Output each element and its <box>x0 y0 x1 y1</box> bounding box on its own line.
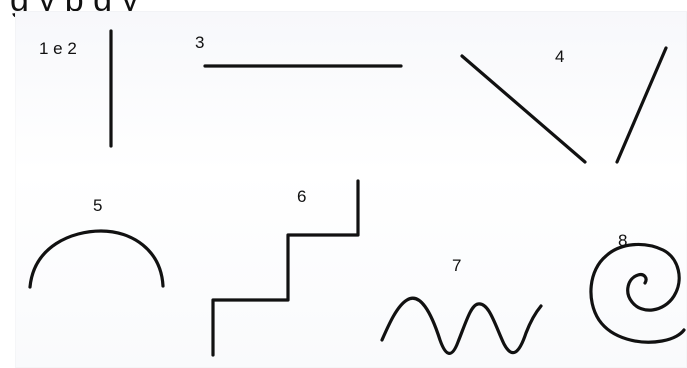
arch-curve <box>28 229 165 289</box>
wave-line <box>380 296 543 355</box>
label-shape-4: 4 <box>555 47 565 66</box>
diagonal-line-right <box>615 46 668 164</box>
label-shape-7: 7 <box>452 256 462 275</box>
label-shape-8: 8 <box>618 231 628 250</box>
label-shape-1-2: 1 e 2 <box>39 39 77 58</box>
staircase-line <box>211 179 360 357</box>
diagram-card <box>15 11 687 368</box>
label-shape-6: 6 <box>297 187 307 206</box>
label-shape-3: 3 <box>195 33 205 52</box>
spiral-line <box>589 242 686 344</box>
label-shape-5: 5 <box>93 196 103 215</box>
diagonal-line-left <box>460 54 587 164</box>
